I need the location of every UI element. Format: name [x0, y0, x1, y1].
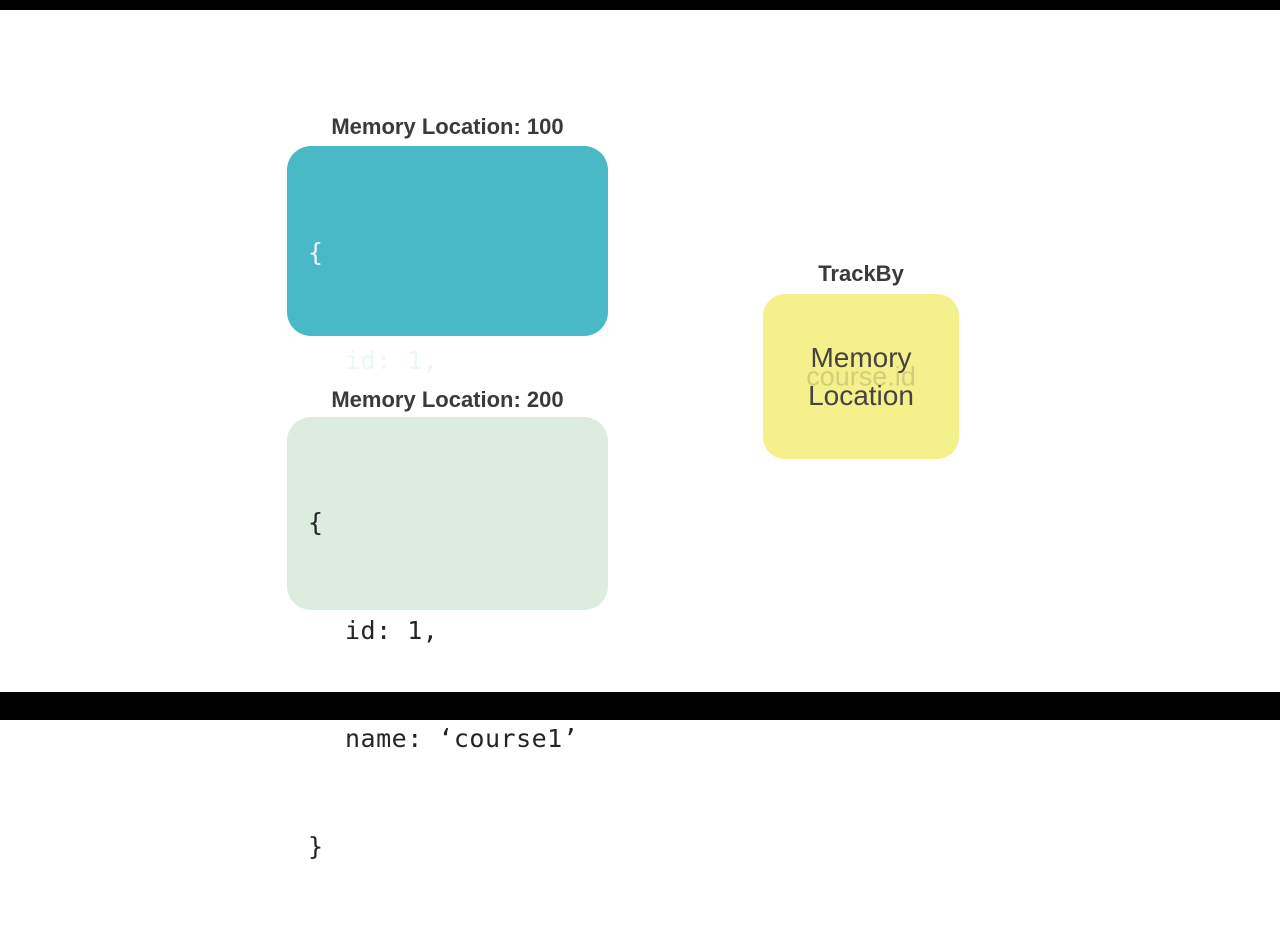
object-code-block: { id: 1, name: ‘course1’ }: [287, 417, 608, 937]
trackby-ghost-text: course.id: [806, 361, 916, 391]
memory-location-200-card: { id: 1, name: ‘course1’ }: [287, 417, 608, 861]
trackby-value-line2: Location: [808, 379, 914, 411]
trackby-card: course.id Memory Location: [763, 294, 959, 459]
code-line-close-brace: }: [308, 832, 324, 861]
memory-location-200-label: Memory Location: 200: [331, 387, 564, 412]
code-line-open-brace: {: [308, 238, 324, 267]
code-line-id: id: 1,: [345, 346, 439, 375]
code-line-id: id: 1,: [345, 616, 439, 645]
letterbox-bar-top: [0, 0, 1280, 10]
trackby-value-line1: Memory: [810, 341, 912, 373]
code-line-name: name: ‘course1’: [345, 724, 579, 753]
trackby-value: Memory Location: [763, 294, 959, 459]
code-line-open-brace: {: [308, 508, 324, 537]
trackby-label: TrackBy: [818, 261, 904, 286]
letterbox-bar-bottom: [0, 692, 1280, 720]
memory-location-100-card: { id: 1, name: ‘course1’ }: [287, 146, 608, 591]
memory-location-100-label: Memory Location: 100: [331, 114, 564, 139]
